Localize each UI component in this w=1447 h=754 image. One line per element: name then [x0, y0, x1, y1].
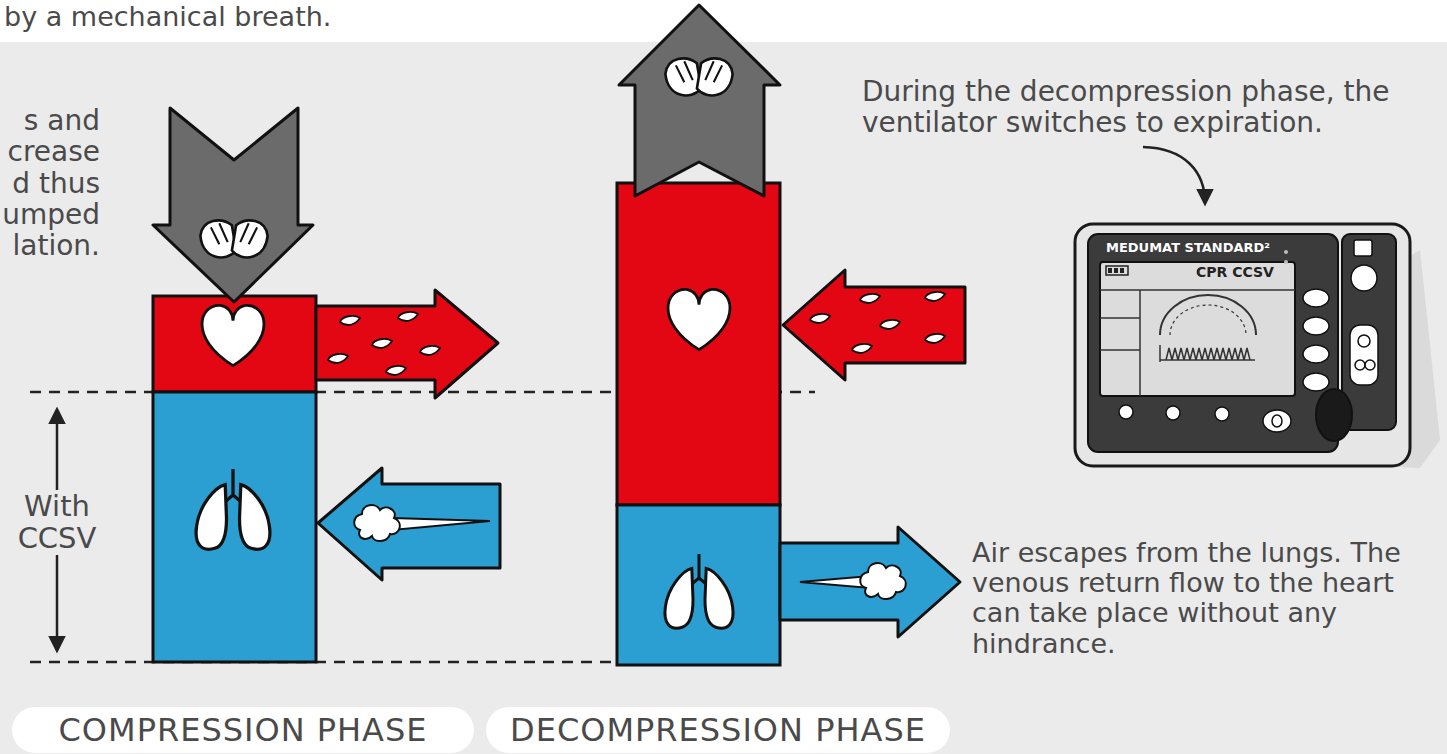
blood-drop [420, 346, 440, 355]
cut-note: by a mechanical breath. [4, 2, 424, 32]
mode-symbol [1365, 360, 1375, 370]
soft-key [1303, 289, 1329, 307]
venous-return-arrow [783, 270, 965, 380]
blood-drop [398, 312, 418, 321]
mode-symbol [1358, 335, 1370, 347]
menu-button [1166, 406, 1180, 420]
lung-block [617, 505, 780, 665]
status-led [1284, 250, 1288, 254]
soft-key [1303, 373, 1329, 391]
blood-drop [880, 320, 900, 329]
air-puff [354, 505, 400, 541]
ventilator-screen [1100, 262, 1295, 396]
dashed-line [30, 661, 617, 664]
menu-button [1215, 407, 1229, 421]
air-in-arrow [318, 468, 500, 580]
blood-drop [386, 366, 406, 375]
status-led [1284, 260, 1288, 264]
device-mode: CPR CCSV [1196, 264, 1295, 280]
heart-block [617, 183, 780, 505]
battery-level [1108, 268, 1124, 273]
blood-drop [860, 294, 880, 303]
device-brand: MEDUMAT STANDARD² [1106, 240, 1296, 255]
dimension-label: With CCSV [10, 490, 104, 555]
pressure-waveform [1160, 345, 1255, 362]
rotary-knob [1316, 389, 1352, 441]
soft-key [1303, 317, 1329, 335]
explanation-note: Air escapes from the lungs. The venous r… [972, 538, 1444, 659]
blood-drop [925, 334, 945, 343]
mode-symbol [1355, 360, 1365, 370]
menu-key [1354, 240, 1372, 256]
soft-key [1303, 345, 1329, 363]
power-symbol [1272, 415, 1282, 427]
mode-keys [1350, 325, 1378, 385]
phase-title: COMPRESSION PHASE [12, 711, 474, 749]
battery-icon [1106, 266, 1128, 275]
menu-button [1119, 405, 1133, 419]
alarm-key [1351, 265, 1377, 291]
blood-drop [328, 354, 348, 363]
heart-block [153, 296, 316, 392]
lungs-icon [665, 554, 733, 628]
phase-label: DECOMPRESSION PHASE [486, 707, 950, 753]
blood-drop [810, 314, 830, 323]
ventilator-body [1075, 224, 1410, 466]
lungs-icon [196, 469, 270, 549]
blood-drop [340, 316, 360, 325]
callout-arrow [1143, 147, 1205, 203]
blood-drop [852, 344, 872, 353]
lung-block [153, 392, 316, 662]
device-screen: MEDUMAT STANDARD² CPR CCSV [1100, 236, 1295, 284]
air-out-arrow [780, 527, 960, 637]
heart-icon [668, 289, 730, 349]
air-puff [860, 563, 906, 599]
ventilator-panel [1088, 234, 1338, 452]
pressure-gauge [1160, 295, 1256, 335]
blood-drop [925, 292, 945, 301]
push-arrow [153, 108, 313, 302]
hands-icon [200, 221, 267, 258]
blood-drop [372, 339, 392, 348]
hands-icon [665, 59, 732, 96]
power-button [1263, 410, 1291, 432]
blood-flow-arrow [316, 290, 498, 398]
screen-grid [1100, 290, 1295, 396]
phase-title: DECOMPRESSION PHASE [486, 711, 950, 749]
air-stream [392, 518, 490, 530]
release-arrow [619, 5, 780, 196]
cut-note: s and crease d thus umped lation. [0, 105, 100, 262]
heart-icon [202, 305, 264, 365]
pressure-scale [1170, 305, 1246, 335]
phase-label: COMPRESSION PHASE [12, 707, 474, 753]
callout-note: During the decompression phase, the vent… [862, 76, 1422, 139]
